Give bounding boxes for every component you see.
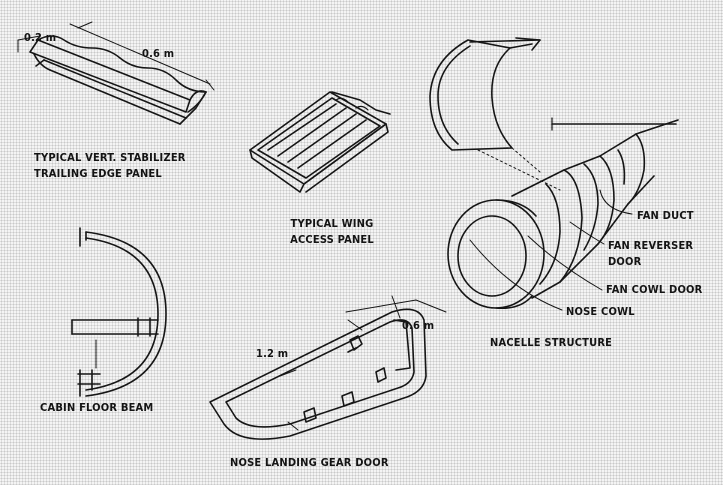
stabilizer-label-line2: TRAILING EDGE PANEL	[34, 167, 162, 180]
cabin-beam-label: CABIN FLOOR BEAM	[40, 401, 154, 414]
stabilizer-width-dimension: 0.2 m	[24, 31, 57, 44]
fan-reverser-label-line1: FAN REVERSER	[608, 239, 694, 252]
stabilizer-length-dimension: 0.6 m	[142, 47, 175, 60]
wing-label-line1: TYPICAL WING	[290, 217, 374, 230]
gear-width-dimension: 0.6 m	[402, 319, 435, 332]
gear-door-drawing	[209, 295, 447, 440]
gear-door-label: NOSE LANDING GEAR DOOR	[230, 456, 389, 469]
stabilizer-panel-drawing	[17, 21, 215, 125]
fan-duct-label: FAN DUCT	[637, 209, 694, 222]
nacelle-drawing	[429, 37, 679, 311]
nacelle-label: NACELLE STRUCTURE	[490, 336, 613, 349]
wing-panel-drawing	[249, 91, 391, 193]
wing-label-line2: ACCESS PANEL	[290, 233, 374, 246]
cabin-beam-drawing	[71, 227, 167, 397]
fan-cowl-door-label: FAN COWL DOOR	[606, 283, 703, 296]
nose-cowl-label: NOSE COWL	[566, 305, 635, 318]
fan-reverser-label-line2: DOOR	[608, 255, 642, 268]
stabilizer-label-line1: TYPICAL VERT. STABILIZER	[34, 151, 186, 164]
gear-length-dimension: 1.2 m	[256, 347, 289, 360]
